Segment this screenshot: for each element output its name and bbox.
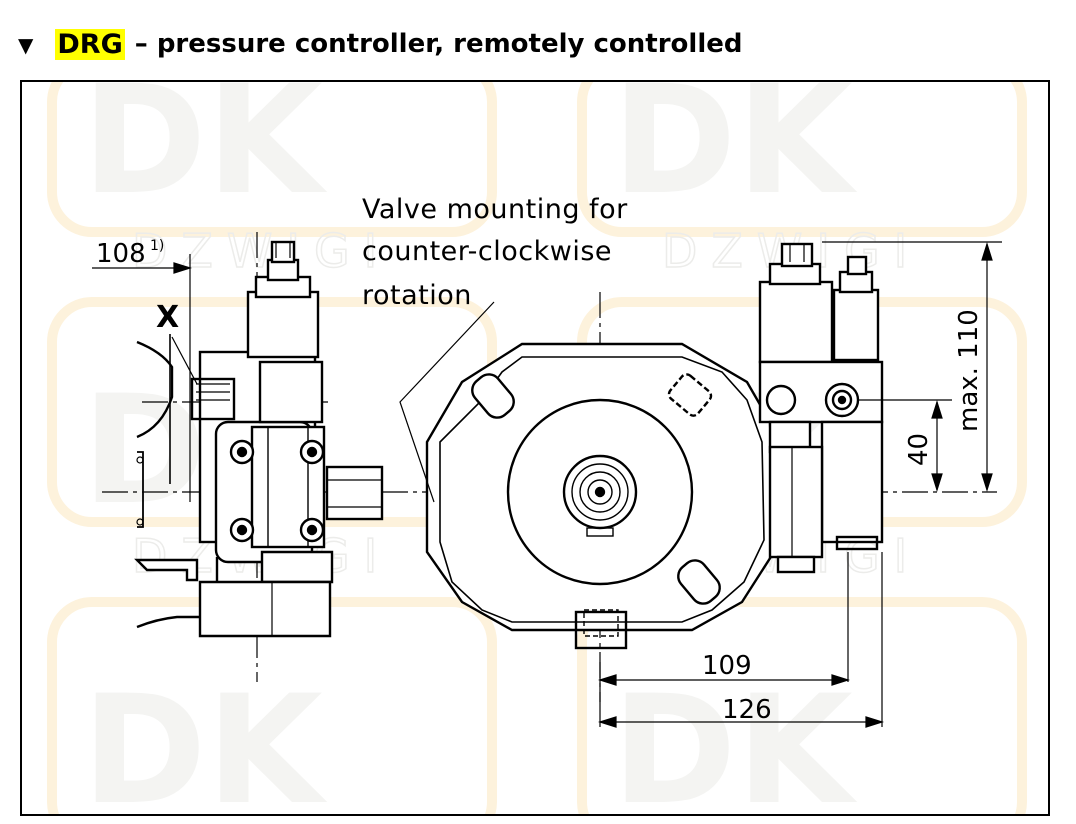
technical-drawing: DK DK DK DK DK DK DZWIGI DZWIGI DZWIGI D… xyxy=(47,82,1027,816)
dim-40: 40 xyxy=(904,433,934,466)
section-header[interactable]: ▼ DRG – pressure controller, remotely co… xyxy=(18,24,743,64)
triangle-down-icon[interactable]: ▼ xyxy=(18,33,34,57)
dim-109: 109 xyxy=(702,651,752,681)
dim-126: 126 xyxy=(722,695,772,725)
watermark-text: DK xyxy=(82,82,328,228)
valve-front xyxy=(758,242,884,574)
dimension-lines xyxy=(92,241,1002,728)
callout-line-1: Valve mounting for xyxy=(362,194,628,225)
front-view xyxy=(425,342,776,650)
port-label-x: X xyxy=(156,300,179,335)
section-code: DRG xyxy=(55,28,125,60)
side-view xyxy=(134,240,384,638)
watermark-subtext: DZWIGI xyxy=(132,224,391,278)
watermark-text: DK xyxy=(612,82,858,228)
callout-leader xyxy=(399,301,495,503)
section-title: – pressure controller, remotely controll… xyxy=(134,29,743,59)
dim-108-note: 1) xyxy=(150,238,164,254)
watermark-text: DK xyxy=(612,664,858,816)
port-leader xyxy=(171,336,198,385)
dim-108: 108 xyxy=(96,239,146,269)
callout-text: Valve mounting for counter-clockwise rot… xyxy=(362,194,637,311)
drawing-frame: DK DK DK DK DK DK DZWIGI DZWIGI DZWIGI D… xyxy=(20,80,1050,816)
callout-line-2: counter-clockwise xyxy=(362,236,612,267)
watermark-text: DK xyxy=(82,664,328,816)
callout-line-3: rotation xyxy=(362,280,472,311)
dim-max-110: max. 110 xyxy=(954,309,984,432)
